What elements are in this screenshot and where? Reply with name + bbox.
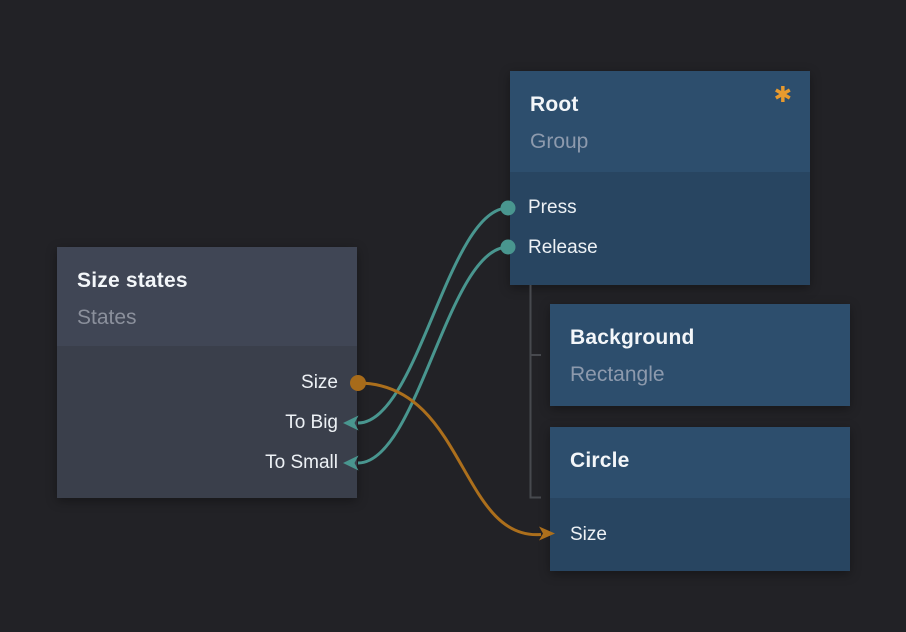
port-press[interactable]: Press [528, 197, 577, 218]
port-to-small[interactable]: To Small [265, 452, 338, 473]
node-header: Size states States [57, 247, 357, 346]
node-title: Background [570, 326, 695, 349]
node-subtitle: Rectangle [570, 363, 665, 386]
wire-release-to-small[interactable] [343, 239, 516, 471]
wire-curve [357, 245, 509, 465]
node-ports: Size To Big To Small [57, 346, 357, 498]
node-ports: Size [550, 498, 850, 571]
asterisk-badge-icon: ✱ [773, 82, 792, 107]
node-size-states[interactable]: Size states States Size To Big To Small [57, 247, 357, 498]
node-header: Background Rectangle [550, 304, 850, 406]
wire-size-to-size[interactable] [350, 375, 555, 541]
wire-press-to-big[interactable] [343, 200, 516, 431]
node-subtitle: Group [530, 130, 589, 153]
node-title: Circle [570, 449, 630, 472]
node-background[interactable]: Background Rectangle [550, 304, 850, 406]
port-size-output[interactable]: Size [301, 372, 338, 393]
wire-curve [357, 206, 509, 425]
node-subtitle: States [77, 306, 137, 329]
port-circle-size[interactable]: Size [570, 524, 607, 545]
node-header: Circle [550, 427, 850, 498]
node-circle[interactable]: Circle Size [550, 427, 850, 571]
node-ports: Press Release [510, 172, 810, 285]
node-header: Root Group ✱ [510, 71, 810, 172]
port-to-big[interactable]: To Big [285, 412, 338, 433]
node-title: Size states [77, 269, 188, 292]
wire-curve [357, 381, 542, 537]
hierarchy-connector-line [529, 285, 541, 499]
node-title: Root [530, 93, 579, 116]
port-release[interactable]: Release [528, 237, 598, 258]
node-root[interactable]: Root Group ✱ Press Release [510, 71, 810, 285]
